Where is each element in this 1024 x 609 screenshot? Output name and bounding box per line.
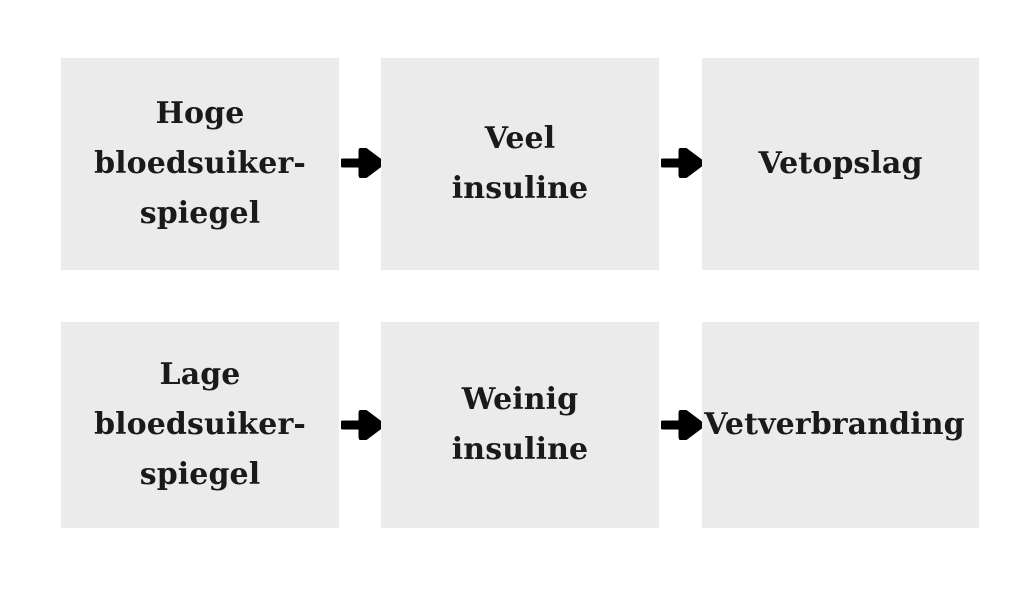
node-label-low-blood-sugar: Lage bloedsuiker- spiegel xyxy=(94,357,306,492)
node-label-much-insulin: Veel insuline xyxy=(451,121,589,206)
node-low-blood-sugar[interactable]: Lage bloedsuiker- spiegel xyxy=(61,322,339,528)
node-fat-storage[interactable]: Vetopslag xyxy=(702,58,979,270)
arrow-right-icon-2 xyxy=(659,143,705,183)
arrow-right-icon-3 xyxy=(339,405,385,445)
node-high-blood-sugar[interactable]: Hoge bloedsuiker- spiegel xyxy=(61,58,339,270)
arrow-right-icon-4 xyxy=(659,405,705,445)
node-fat-burning[interactable]: Vetverbranding xyxy=(702,322,979,528)
node-label-fat-burning: Vetverbranding xyxy=(704,407,965,442)
arrow-right-icon-1 xyxy=(339,143,385,183)
node-much-insulin[interactable]: Veel insuline xyxy=(381,58,659,270)
node-little-insulin[interactable]: Weinig insuline xyxy=(381,322,659,528)
node-label-little-insulin: Weinig insuline xyxy=(451,382,589,467)
node-label-high-blood-sugar: Hoge bloedsuiker- spiegel xyxy=(94,96,306,231)
node-label-fat-storage: Vetopslag xyxy=(758,146,923,181)
